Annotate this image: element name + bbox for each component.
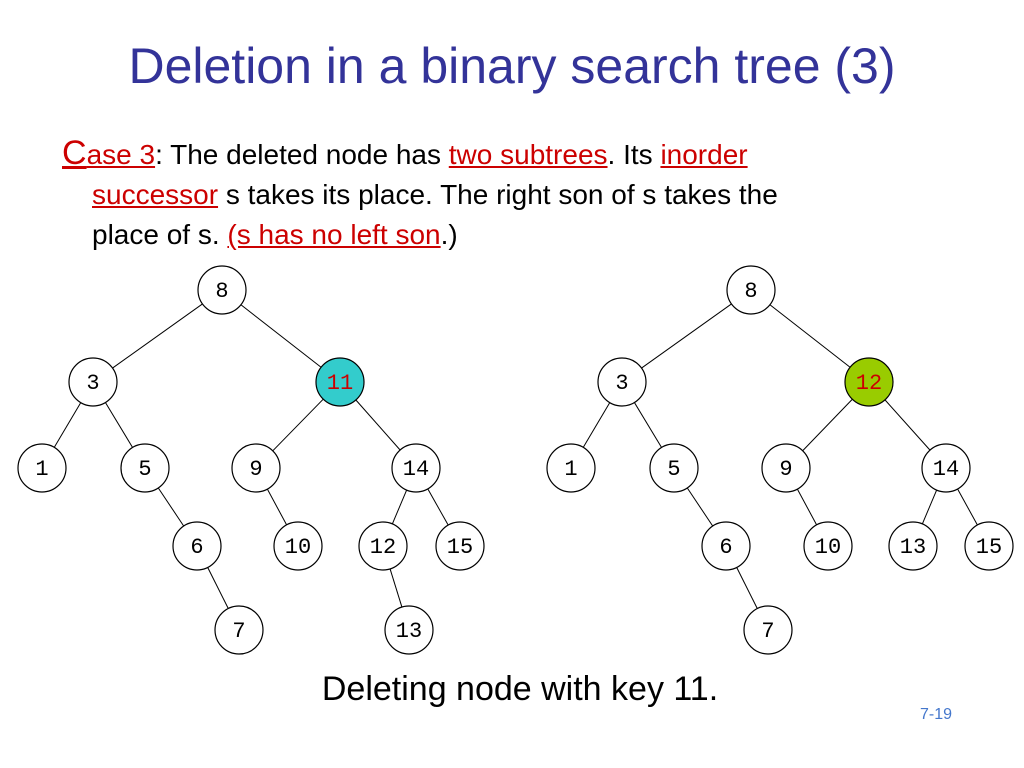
tree-node-6 <box>172 521 222 571</box>
case-label: ase 3 <box>86 139 156 170</box>
tree-edge-6-7 <box>207 567 229 609</box>
tree-node-15 <box>964 521 1014 571</box>
tree-node-7 <box>214 605 264 655</box>
tree-node-5 <box>120 443 170 493</box>
tree-edge-14-15 <box>957 488 978 526</box>
successor-term: successor <box>92 179 219 210</box>
tree-edge-8-11 <box>240 304 322 368</box>
tree-node-9 <box>231 443 281 493</box>
tree-node-label-15: 15 <box>447 535 473 560</box>
tree-node-1 <box>17 443 67 493</box>
tree-node-label-1: 1 <box>35 457 48 482</box>
tree-edge-14-15 <box>427 488 449 526</box>
tree-node-label-15: 15 <box>976 535 1002 560</box>
tree-edge-11-14 <box>355 399 401 451</box>
bullet-text-5: .) <box>440 219 458 250</box>
tree-node-label-9: 9 <box>249 457 262 482</box>
tree-node-label-5: 5 <box>138 457 151 482</box>
tree-node-label-5: 5 <box>667 457 680 482</box>
diagram-caption: Deleting node with key 11. <box>321 670 719 708</box>
tree-edge-3-1 <box>53 402 82 448</box>
bullet-text-4: place of s. <box>92 219 228 250</box>
tree-node-label-14: 14 <box>403 457 429 482</box>
tree-node-15 <box>435 521 485 571</box>
tree-edge-12-14 <box>884 399 931 451</box>
case-3-bullet: Case 3: The deleted node has two subtree… <box>62 133 962 255</box>
tree-node-5 <box>649 443 699 493</box>
tree-node-label-12: 12 <box>370 535 396 560</box>
tree-node-13 <box>384 605 434 655</box>
tree-node-11 <box>315 357 365 407</box>
tree-node-label-9: 9 <box>779 457 792 482</box>
tree-node-label-10: 10 <box>285 535 311 560</box>
tree-node-3 <box>597 357 647 407</box>
bullet-text-3: s takes its place. The right son of s ta… <box>218 179 778 210</box>
bullet-text-2: . Its <box>607 139 661 170</box>
tree-node-label-12: 12 <box>856 371 882 396</box>
tree-node-10 <box>273 521 323 571</box>
tree-edge-14-13 <box>921 489 938 525</box>
tree-edge-5-6 <box>686 487 714 527</box>
tree-node-label-11: 11 <box>327 371 353 396</box>
tree-edge-8-3 <box>641 303 732 369</box>
tree-node-10 <box>803 521 853 571</box>
tree-node-14 <box>921 443 971 493</box>
tree-node-label-8: 8 <box>744 279 757 304</box>
tree-node-label-14: 14 <box>933 457 959 482</box>
tree-node-12 <box>358 521 408 571</box>
tree-node-13 <box>888 521 938 571</box>
tree-node-label-3: 3 <box>615 371 628 396</box>
tree-edge-11-9 <box>272 398 324 452</box>
page-number: 7-19 <box>920 706 953 723</box>
tree-node-label-6: 6 <box>190 535 203 560</box>
case-initial: C <box>62 134 87 172</box>
inorder-term: inorder <box>660 139 748 170</box>
bullet-text-1: : The deleted node has <box>155 139 449 170</box>
tree-node-6 <box>701 521 751 571</box>
tree-edge-6-7 <box>736 567 758 609</box>
tree-node-label-1: 1 <box>564 457 577 482</box>
tree-node-8 <box>197 265 247 315</box>
tree-node-8 <box>726 265 776 315</box>
tree-node-1 <box>546 443 596 493</box>
tree-node-7 <box>743 605 793 655</box>
tree-node-label-3: 3 <box>86 371 99 396</box>
tree-edge-12-9 <box>802 398 853 452</box>
tree-node-14 <box>391 443 441 493</box>
tree-node-label-7: 7 <box>232 619 245 644</box>
tree-edge-3-5 <box>104 402 134 448</box>
tree-edge-9-10 <box>796 488 818 526</box>
tree-node-label-13: 13 <box>900 535 926 560</box>
tree-edge-3-1 <box>582 402 611 448</box>
tree-edge-14-12 <box>391 489 408 525</box>
tree-edge-5-6 <box>157 487 185 527</box>
tree-node-9 <box>761 443 811 493</box>
tree-node-label-6: 6 <box>719 535 732 560</box>
tree-node-label-8: 8 <box>215 279 228 304</box>
tree-node-label-13: 13 <box>396 619 422 644</box>
tree-node-label-7: 7 <box>761 619 774 644</box>
no-left-son-note: (s has no left son <box>227 219 441 250</box>
tree-edge-8-3 <box>112 303 203 369</box>
tree-edge-8-12 <box>769 304 851 368</box>
tree-node-3 <box>68 357 118 407</box>
tree-node-label-10: 10 <box>815 535 841 560</box>
tree-edge-3-5 <box>633 402 663 448</box>
tree-node-12 <box>844 357 894 407</box>
tree-edge-12-13 <box>389 568 403 608</box>
tree-edge-9-10 <box>266 488 288 526</box>
slide-title: Deletion in a binary search tree (3) <box>128 38 896 94</box>
two-subtrees-term: two subtrees <box>448 139 608 170</box>
